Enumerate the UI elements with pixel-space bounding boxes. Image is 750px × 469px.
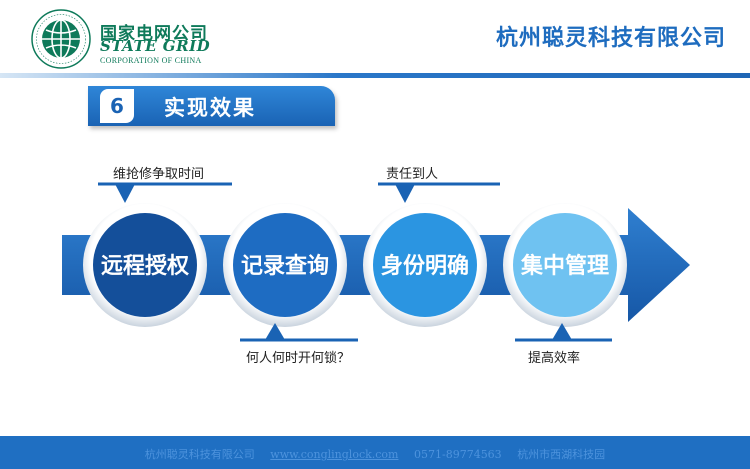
callout-step-4: 提高效率	[515, 323, 612, 366]
state-grid-globe-icon	[31, 9, 91, 69]
footer-address: 杭州市西湖科技园	[517, 448, 606, 461]
step-circle	[93, 213, 197, 317]
section-number: 6	[100, 89, 134, 123]
callout-text: 提高效率	[528, 350, 580, 366]
company-name: 杭州聪灵科技有限公司	[495, 26, 726, 51]
step-circle	[233, 213, 337, 317]
flow-step-3: 身份明确	[363, 203, 487, 327]
step-circle	[513, 213, 617, 317]
callout-step-1: 维抢修争取时间	[98, 166, 232, 203]
step-label: 记录查询	[241, 253, 329, 279]
callout-text: 何人何时开何锁？	[246, 350, 350, 366]
callout-text: 责任到人	[386, 167, 438, 182]
footer-website[interactable]: www.conglinglock.com	[270, 448, 399, 461]
flow-step-1: 远程授权	[83, 203, 207, 327]
brand-name-cn: 国家电网公司	[100, 24, 208, 44]
process-flow: 远程授权 记录查询 身份明确 集中管理 维抢修争取时间 何人何时开何锁？ 责任到…	[62, 166, 690, 366]
header-divider	[0, 73, 750, 78]
footer-phone: 0571-89774563	[413, 448, 502, 461]
flow-step-2: 记录查询	[223, 203, 347, 327]
callout-step-2: 何人何时开何锁？	[240, 323, 358, 366]
footer-info: 杭州聪灵科技有限公司 www.conglinglock.com 0571-897…	[0, 446, 750, 462]
footer-company: 杭州聪灵科技有限公司	[144, 448, 255, 461]
callout-step-3: 责任到人	[378, 167, 500, 203]
brand-name-en: STATE GRID	[100, 37, 211, 55]
step-label: 集中管理	[520, 253, 609, 279]
footer-bar	[0, 436, 750, 469]
step-label: 远程授权	[101, 253, 190, 279]
flow-step-4: 集中管理	[503, 203, 627, 327]
step-circle	[373, 213, 477, 317]
section-title: 实现效果	[164, 96, 256, 120]
callout-text: 维抢修争取时间	[113, 166, 204, 182]
brand-subtitle: CORPORATION OF CHINA	[100, 56, 202, 65]
step-label: 身份明确	[381, 253, 469, 279]
